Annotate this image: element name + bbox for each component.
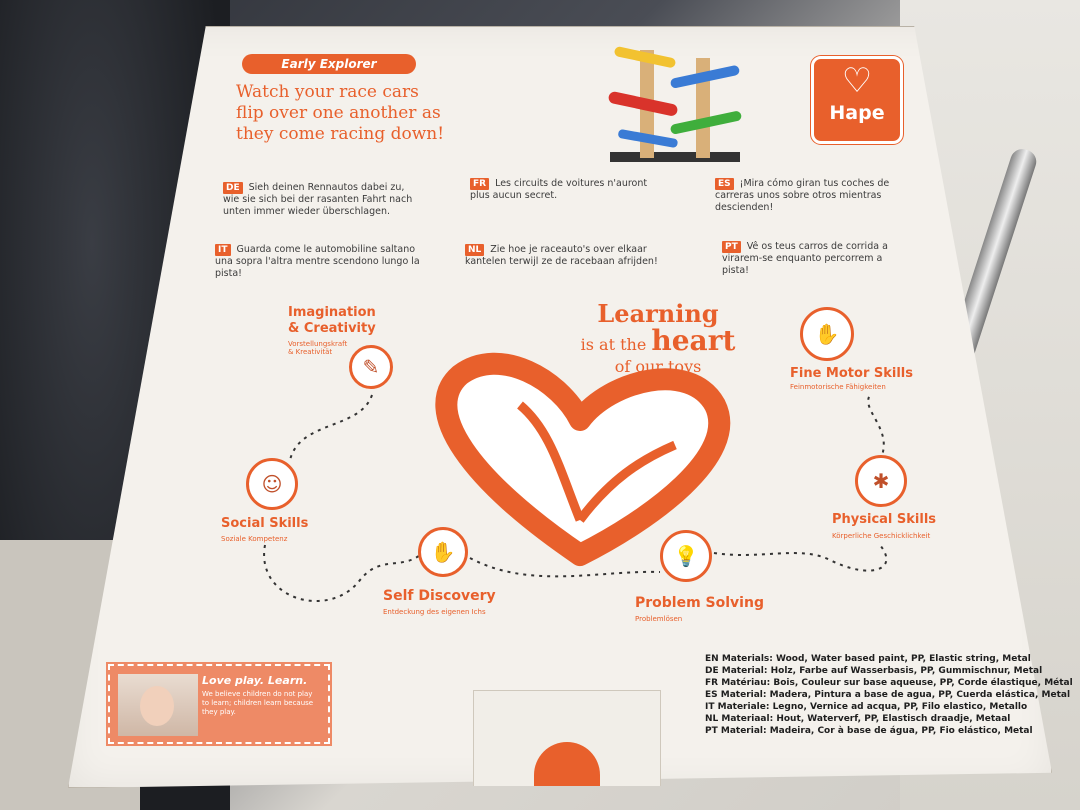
brand-name: Hape (829, 102, 885, 124)
lang-code: ES (715, 178, 734, 190)
lang-text: Zie hoe je raceauto's over elkaar kantel… (465, 244, 658, 267)
materials-list: EN Materials: Wood, Water based paint, P… (705, 653, 1073, 737)
lang-text: Vê os teus carros de corrida a virarem-s… (722, 241, 888, 276)
headline: Watch your race cars flip over one anoth… (236, 82, 566, 145)
skill-fine-motor-title: Fine Motor Skills (790, 366, 913, 381)
material-line: NL Materiaal: Hout, Waterverf, PP, Elast… (705, 714, 1011, 724)
headline-line-1: Watch your race cars (236, 82, 419, 102)
skill-problem-solving-title: Problem Solving (635, 595, 764, 611)
dotted-path-3 (469, 557, 661, 578)
dotted-path-1 (289, 394, 373, 461)
headline-line-2: flip over one another as (236, 103, 441, 123)
learning-line-2a: is at the (580, 335, 647, 354)
skill-fine-motor-sub: Feinmotorische Fähigkeiten (790, 383, 886, 391)
material-line: EN Materials: Wood, Water based paint, P… (705, 654, 1031, 664)
lang-code: IT (215, 244, 231, 256)
lang-code: NL (465, 244, 485, 256)
lang-code: DE (223, 182, 243, 194)
race-track-toy-image (608, 46, 742, 162)
material-line: FR Matériau: Bois, Couleur sur base aque… (705, 678, 1073, 688)
material-line: DE Material: Holz, Farbe auf Wasserbasis… (705, 666, 1043, 676)
lang-code: FR (470, 178, 490, 190)
dotted-path-4 (713, 544, 888, 572)
skill-self-discovery-sub: Entdeckung des eigenen Ichs (383, 608, 486, 616)
skill-social-title: Social Skills (221, 516, 309, 531)
lang-code: PT (722, 241, 741, 253)
learning-line-1: Learning (597, 299, 719, 328)
heart-logo-icon: ♡ (841, 61, 873, 101)
lang-text: Les circuits de voitures n'auront plus a… (470, 178, 648, 201)
skill-physical-title: Physical Skills (832, 512, 937, 527)
material-line: IT Materiale: Legno, Vernice ad acqua, P… (705, 702, 1028, 712)
skill-problem-solving-sub: Problemlösen (635, 615, 683, 623)
love-play-learn-panel: Love play. Learn. We believe children do… (106, 662, 332, 746)
big-heart-icon (435, 352, 731, 566)
learning-line-2: is at the heart (548, 327, 768, 358)
love-play-text: We believe children do not play to learn… (202, 690, 314, 716)
early-explorer-tag: Early Explorer (242, 54, 416, 74)
translation-es: ES¡Mira cómo giran tus coches de carrera… (715, 178, 910, 214)
lang-text: Sieh deinen Rennautos dabei zu, wie sie … (223, 182, 413, 217)
lightbulb-icon: 💡 (660, 530, 712, 582)
faces-icon: ☺ (246, 458, 298, 510)
skill-imagination-line-1: Imagination (288, 305, 376, 320)
dotted-path-5 (867, 394, 885, 461)
skill-social-sub: Soziale Kompetenz (221, 535, 288, 543)
skill-physical-sub: Körperliche Geschicklichkeit (832, 532, 931, 540)
material-line: PT Material: Madeira, Cor à base de água… (705, 726, 1033, 736)
lang-text: ¡Mira cómo giran tus coches de carreras … (715, 178, 890, 213)
skill-imagination-sub: Vorstellungskraft & Kreativität (288, 340, 348, 356)
child-face (140, 686, 174, 726)
hape-logo: ♡ Hape (811, 56, 903, 144)
headline-line-3: they come racing down! (236, 124, 445, 144)
skill-imagination-title: Imagination & Creativity (288, 305, 376, 337)
heart-leaf-stroke-2 (576, 440, 677, 523)
learning-heading: Learning is at the heart of our toys (548, 300, 768, 376)
love-play-title: Love play. Learn. (202, 674, 308, 687)
heart-leaf-stroke (517, 401, 585, 522)
figure-icon: ✱ (855, 455, 907, 507)
child-photo (118, 674, 198, 736)
lang-text: Guarda come le automobiline saltano una … (215, 244, 420, 279)
skill-imagination-line-2: & Creativity (288, 321, 376, 336)
paintbrush-icon: ✎ (349, 345, 393, 389)
senses-icon: ✋ (418, 527, 468, 577)
hand-icon: ✋ (800, 307, 854, 361)
material-line: ES Material: Madera, Pintura a base de a… (705, 690, 1071, 700)
learning-line-2b: heart (651, 324, 736, 357)
skill-self-discovery-title: Self Discovery (383, 588, 496, 604)
